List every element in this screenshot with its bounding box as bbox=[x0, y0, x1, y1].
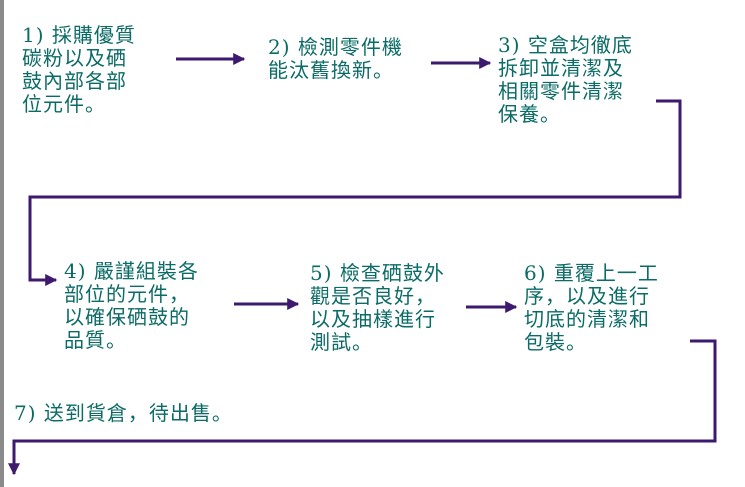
connector-step6-to-bottom bbox=[7, 339, 717, 476]
step-1-text: 1) 採購優質 碳粉以及硒 鼓內部各部 位元件。 bbox=[22, 23, 136, 116]
step-5-text: 5) 檢查硒鼓外 觀是否良好， 以及抽樣進行 測試。 bbox=[310, 261, 445, 354]
step-3-text: 3) 空盒均徹底 拆卸並清潔及 相關零件清潔 保養。 bbox=[498, 33, 633, 126]
step-7-text: 7) 送到貨倉，待出售。 bbox=[14, 401, 233, 425]
left-edge-bar bbox=[0, 0, 4, 487]
connector-step3-to-step4 bbox=[28, 99, 682, 286]
step-4-text: 4) 嚴謹組裝各 部位的元件， 以確保硒鼓的 品質。 bbox=[64, 259, 199, 352]
step-2-text: 2) 檢測零件機 能汰舊換新。 bbox=[268, 35, 403, 82]
step-6-text: 6) 重覆上一工 序，以及進行 切底的清潔和 包裝。 bbox=[524, 261, 659, 354]
